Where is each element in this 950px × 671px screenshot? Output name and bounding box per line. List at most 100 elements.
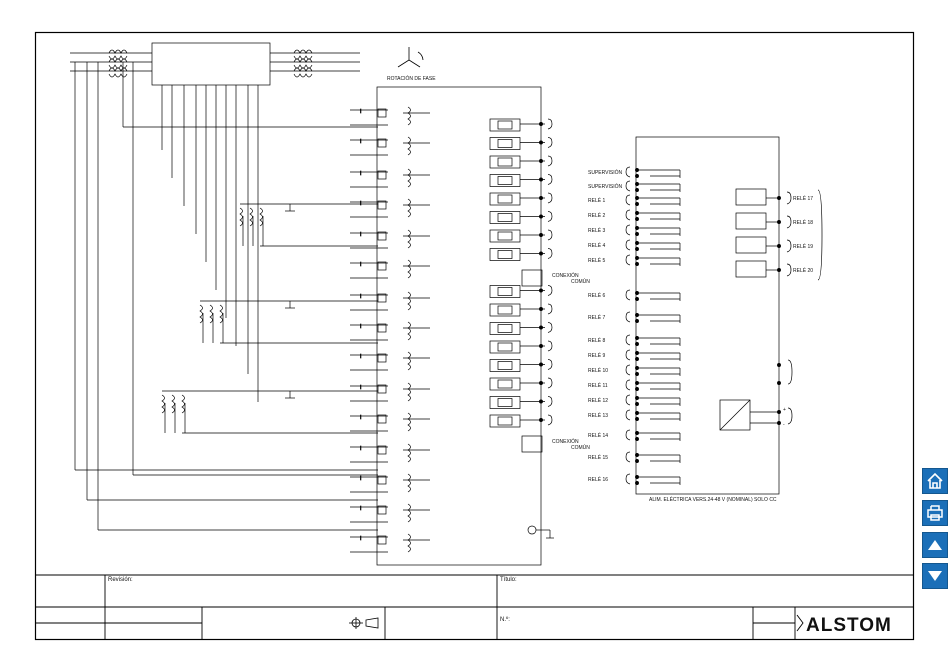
relay-label: RELÉ 12 [588,397,608,404]
bracket-icon [625,311,631,323]
bracket-icon [547,303,553,315]
terminal-box [377,108,387,118]
relay-coil-box [735,212,767,230]
bracket-icon [547,192,553,204]
terminal-node [539,288,543,293]
terminal-node [539,196,543,200]
ct-coil-icon [293,67,313,72]
power-supply-label: ALIM. ELÉCTRICA VERS.24-48 V (NOMINAL) S… [649,496,777,503]
terminal-node [635,402,639,406]
terminal-node [539,344,543,348]
bracket-icon [625,451,631,463]
bracket-icon [786,263,792,277]
common-connector [521,269,543,287]
bracket-icon [547,285,553,296]
power-supply-converter-icon [719,399,751,431]
relay-label: RELÉ 16 [588,476,608,483]
opto-input-box [489,192,521,206]
print-icon [927,505,943,521]
terminal-node [635,357,639,361]
terminal-box [377,384,387,394]
terminal-box [377,138,387,148]
terminal-node [777,268,781,272]
ct-group-coil-icon [239,207,243,227]
revision-label: Revisión: [108,577,133,583]
terminal-node [635,174,639,178]
terminal-node [635,232,639,236]
relay-label: RELÉ 13 [588,412,608,419]
ct-coil-icon [108,73,128,78]
projection-symbol-icon [349,617,379,629]
input-transformer-icon [407,382,411,402]
opto-diode-icon [497,361,513,370]
opto-diode-icon [497,120,513,130]
terminal-node [635,297,639,301]
terminal-node [539,362,543,367]
dc-plus-label: + [783,407,786,413]
ct-group-coil-icon [161,394,165,414]
current-input-symbol: I [360,506,361,512]
terminal-node [635,247,639,251]
ct-coil-icon [293,49,313,54]
ct-group-coil-icon [171,394,175,414]
opto-diode-icon [497,250,513,259]
relay-label: RELÉ 19 [793,243,813,250]
bracket-icon [786,239,792,253]
relay-label: RELÉ 10 [588,367,608,374]
common-connection-label-2b: COMÚN [571,444,590,451]
current-input-symbol: I [360,324,361,330]
phase-rotation-label: ROTACIÓN DE FASE [387,75,436,82]
terminal-node [539,122,543,126]
opto-diode-icon [497,194,513,204]
scroll-down-button[interactable] [922,563,948,589]
opto-input-box [489,340,521,354]
terminal-node [777,220,781,224]
ct-coil-icon [108,64,128,69]
opto-input-box [489,322,521,335]
terminal-box [377,475,387,485]
ct-group-coil-icon [249,207,253,227]
bracket-icon [786,191,792,205]
home-icon [927,472,943,489]
ct-group-coil-icon [181,394,185,414]
terminal-node [635,217,639,221]
bracket-icon [787,359,793,385]
relay-label: RELÉ 5 [588,257,605,264]
bracket-icon [625,239,631,251]
input-transformer-icon [407,106,411,126]
print-button[interactable] [922,500,948,526]
ct-coil-icon [293,64,313,69]
bracket-icon [625,254,631,266]
home-button[interactable] [922,468,948,494]
ct-coil-icon [108,58,128,63]
ct-coil-icon [293,58,313,63]
current-input-symbol: I [360,536,361,542]
relay-label: SUPERVISIÓN [588,169,622,176]
opto-diode-icon [497,416,513,426]
relay-label: RELÉ 20 [793,267,813,274]
terminal-node [539,140,543,145]
opto-input-box [489,414,521,428]
node [777,381,781,385]
drawing-frame [34,31,915,641]
arrow-down-icon [928,571,942,581]
ct-group-coil-icon [199,304,203,324]
bracket-icon [547,396,553,407]
relay-coil-box [735,188,767,206]
svg-text:ALSTOM: ALSTOM [806,615,892,636]
ct-coil-icon [108,49,128,54]
output-relay-panel [635,136,780,495]
terminal-node [777,196,781,200]
opto-diode-icon [497,157,513,167]
bracket-icon [547,359,553,370]
earth-terminal-icon [527,525,537,535]
terminal-node [539,233,543,237]
scroll-up-button[interactable] [922,532,948,558]
opto-diode-icon [497,231,513,241]
opto-diode-icon [497,342,513,352]
terminal-node [635,387,639,391]
input-transformer-icon [407,351,411,371]
relay-module-box [376,86,542,566]
current-input-symbol: I [360,476,361,482]
bracket-icon [547,211,553,222]
